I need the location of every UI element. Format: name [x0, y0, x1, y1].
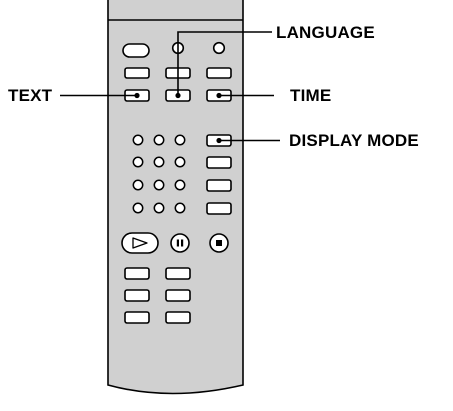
- lower-button[interactable]: [165, 267, 191, 280]
- keypad-button[interactable]: [174, 156, 186, 168]
- keypad-button[interactable]: [174, 179, 186, 191]
- lower-button[interactable]: [124, 267, 150, 280]
- pause-button[interactable]: [170, 233, 190, 253]
- keypad-button[interactable]: [132, 179, 144, 191]
- keypad-button[interactable]: [132, 134, 144, 146]
- language-label: LANGUAGE: [276, 23, 375, 42]
- text-label: TEXT: [8, 86, 53, 105]
- right-column-button[interactable]: [206, 179, 232, 192]
- keypad-button[interactable]: [132, 202, 144, 214]
- row2-right-button[interactable]: [206, 67, 232, 79]
- display-mode-label: DISPLAY MODE: [289, 131, 419, 150]
- language-leader-line: [177, 31, 272, 96]
- top-left-button[interactable]: [122, 43, 150, 58]
- right-column-button[interactable]: [206, 202, 232, 215]
- keypad-button[interactable]: [174, 202, 186, 214]
- top-right-button[interactable]: [212, 41, 226, 55]
- number-pad: [132, 134, 186, 214]
- row2-left-button[interactable]: [124, 67, 150, 79]
- lower-button[interactable]: [124, 311, 150, 324]
- keypad-button[interactable]: [153, 202, 165, 214]
- lower-button[interactable]: [165, 289, 191, 302]
- play-icon: [132, 237, 148, 249]
- keypad-button[interactable]: [153, 179, 165, 191]
- keypad-button[interactable]: [132, 156, 144, 168]
- keypad-button[interactable]: [153, 156, 165, 168]
- lower-button[interactable]: [165, 311, 191, 324]
- keypad-button[interactable]: [153, 134, 165, 146]
- stop-icon: [216, 240, 222, 246]
- pause-icon: [176, 239, 184, 247]
- remote-body: [107, 0, 244, 395]
- keypad-button[interactable]: [174, 134, 186, 146]
- lower-button[interactable]: [124, 289, 150, 302]
- time-label: TIME: [290, 86, 331, 105]
- right-column-button[interactable]: [206, 156, 232, 169]
